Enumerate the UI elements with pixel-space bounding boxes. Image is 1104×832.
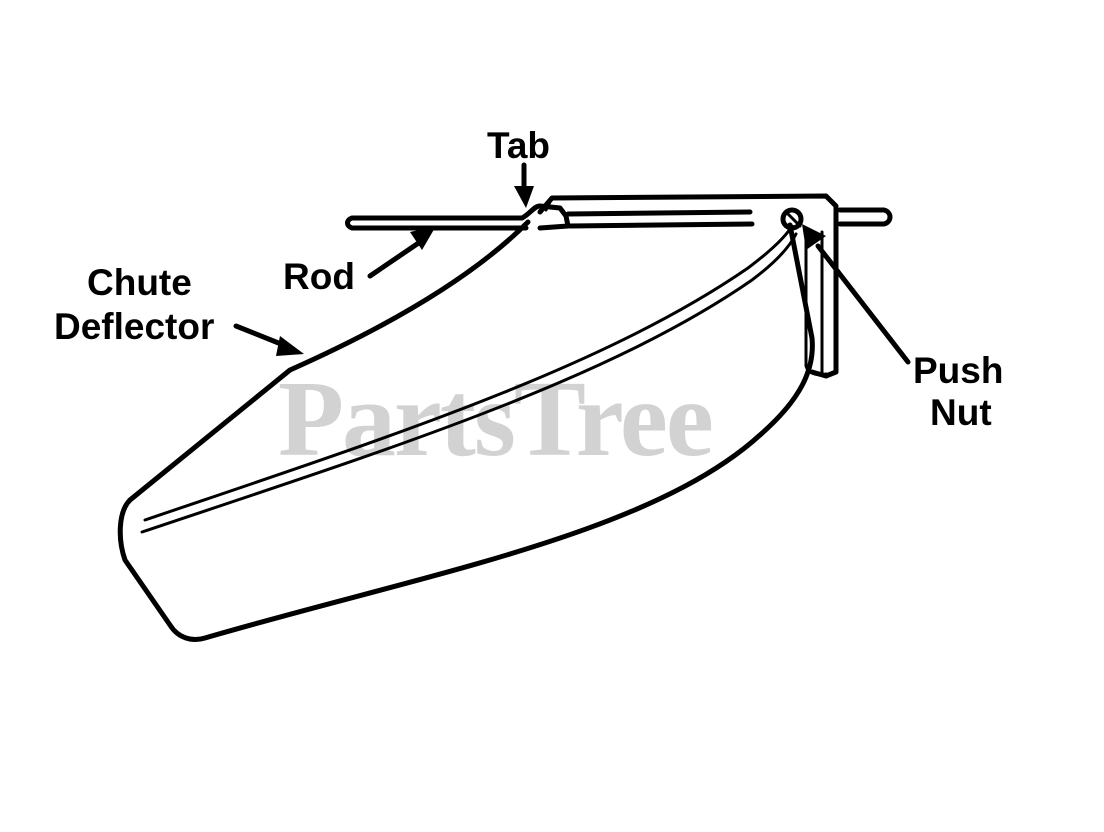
rod-leader <box>367 226 436 279</box>
rod-label: Rod <box>283 256 355 297</box>
push-nut-label-line2: Nut <box>930 392 992 433</box>
watermark: PartsTree <box>278 360 712 479</box>
chute-deflector-label-line2: Deflector <box>54 306 214 347</box>
deflector-fold-line <box>143 224 794 522</box>
rod-part <box>345 203 893 231</box>
tab-label: Tab <box>487 125 550 166</box>
hinge-plate <box>537 193 839 379</box>
chute-deflector-leader <box>233 323 304 356</box>
push-nut-part <box>780 207 804 231</box>
push-nut-label-line1: Push <box>913 350 1003 391</box>
deflector-outline <box>117 219 815 642</box>
tab-leader <box>514 162 534 208</box>
push-nut-face <box>784 210 802 228</box>
deflector-fold-line-inner <box>140 232 798 534</box>
rod-outline <box>345 207 893 231</box>
chute-deflector-part <box>117 219 815 642</box>
push-nut-circle <box>780 207 804 231</box>
hinge-plate-side-edge-2 <box>804 230 828 377</box>
push-nut-leader <box>802 224 911 365</box>
tab-shape <box>519 203 571 231</box>
chute-deflector-label-line1: Chute <box>87 262 192 303</box>
